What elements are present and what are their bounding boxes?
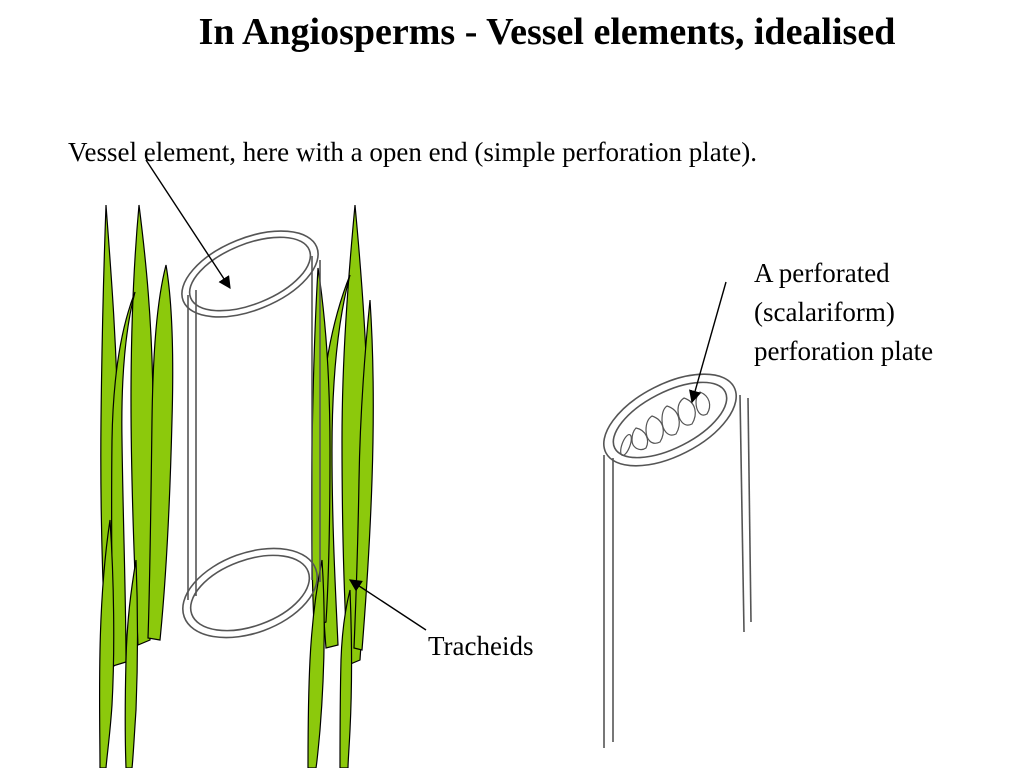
plate-rim-outer (602, 373, 738, 467)
tracheid-cell (353, 299, 374, 651)
perforation-opening (620, 433, 632, 457)
vessel-top-rim-inner (188, 236, 312, 312)
scalariform-vessel (602, 373, 752, 748)
vessel-bottom-rim-outer (182, 547, 318, 639)
vessel-element (181, 230, 321, 639)
perforation-opening (661, 405, 680, 436)
tracheid-cell (339, 589, 353, 768)
plate-rim-inner (612, 381, 728, 459)
perforation-opening (677, 397, 696, 426)
vessel-top-rim-outer (181, 230, 319, 318)
tracheid-cell (124, 559, 139, 768)
tracheid-cell (147, 264, 174, 641)
vessel-element-label: Vessel element, here with a open end (si… (68, 137, 758, 167)
tracheids-label: Tracheids (428, 631, 534, 661)
vessel-element-pointer (145, 159, 231, 290)
perforation-opening (645, 415, 664, 444)
slide-title: In Angiosperms - Vessel elements, ideali… (198, 11, 896, 53)
vessel-wall (739, 394, 745, 633)
perforation-plate-label-line: (scalariform) (754, 297, 895, 327)
tracheid-cell (130, 204, 154, 646)
tracheid-cell (307, 559, 325, 768)
perforation-plate-label: A perforated (scalariform) perforation p… (754, 254, 933, 371)
tracheids-pointer (348, 579, 427, 631)
vessel-wall (747, 397, 752, 623)
perforation-opening (631, 427, 649, 451)
perforation-plate-label-line: perforation plate (754, 336, 934, 366)
tracheid-cell (98, 519, 115, 768)
vessel-bottom-rim-inner (189, 554, 311, 632)
perforation-plate-label-line: A perforated (754, 258, 890, 288)
tracheids-left (98, 204, 174, 768)
tracheids-right (307, 204, 374, 768)
perforation-opening (695, 391, 711, 416)
perforation-plate-pointer (689, 281, 727, 404)
